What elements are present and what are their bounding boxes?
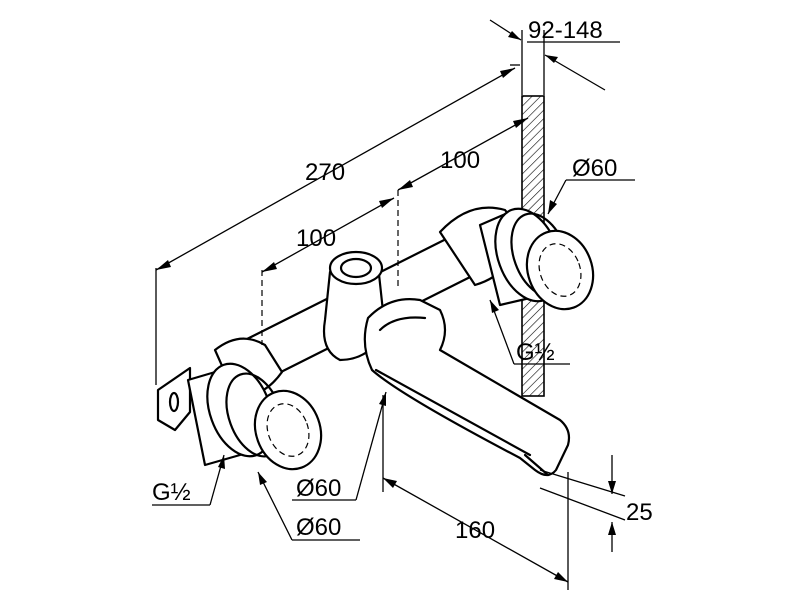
dimension-overall-width: 270 bbox=[155, 64, 520, 385]
dimension-spout-clearance: 25 bbox=[539, 455, 653, 552]
mounting-plate bbox=[156, 366, 192, 432]
right-handle bbox=[478, 207, 595, 311]
callout-label-rosette-left: Ø60 bbox=[296, 514, 341, 541]
callout-thread-left: G½ bbox=[152, 454, 225, 506]
callout-thread-right: G½ bbox=[489, 299, 570, 366]
callout-label-thread-right: G½ bbox=[516, 339, 555, 366]
dimension-label-100-left: 100 bbox=[296, 225, 336, 252]
callout-rosette-right: Ø60 bbox=[547, 155, 635, 215]
dimension-label-270: 270 bbox=[305, 159, 345, 186]
dimension-label-100-right: 100 bbox=[440, 147, 480, 174]
callout-outlet-diameter: Ø60 bbox=[292, 391, 387, 502]
callout-label-thread-left: G½ bbox=[152, 479, 191, 506]
dimension-wall-depth: 92-148 bbox=[489, 17, 620, 95]
dimension-label-160: 160 bbox=[455, 517, 495, 544]
left-handle bbox=[186, 362, 323, 471]
dimension-spacing-right: 100 bbox=[397, 117, 529, 290]
callout-label-rosette-right: Ø60 bbox=[572, 155, 617, 182]
callout-rosette-left: Ø60 bbox=[257, 471, 360, 541]
dimension-label-92-148: 92-148 bbox=[528, 17, 603, 44]
dimension-spout-projection: 160 bbox=[382, 395, 569, 590]
dimension-spacing-left: 100 bbox=[261, 197, 395, 345]
dimension-label-25: 25 bbox=[626, 499, 653, 526]
dimension-label-outlet-diameter: Ø60 bbox=[296, 475, 341, 502]
